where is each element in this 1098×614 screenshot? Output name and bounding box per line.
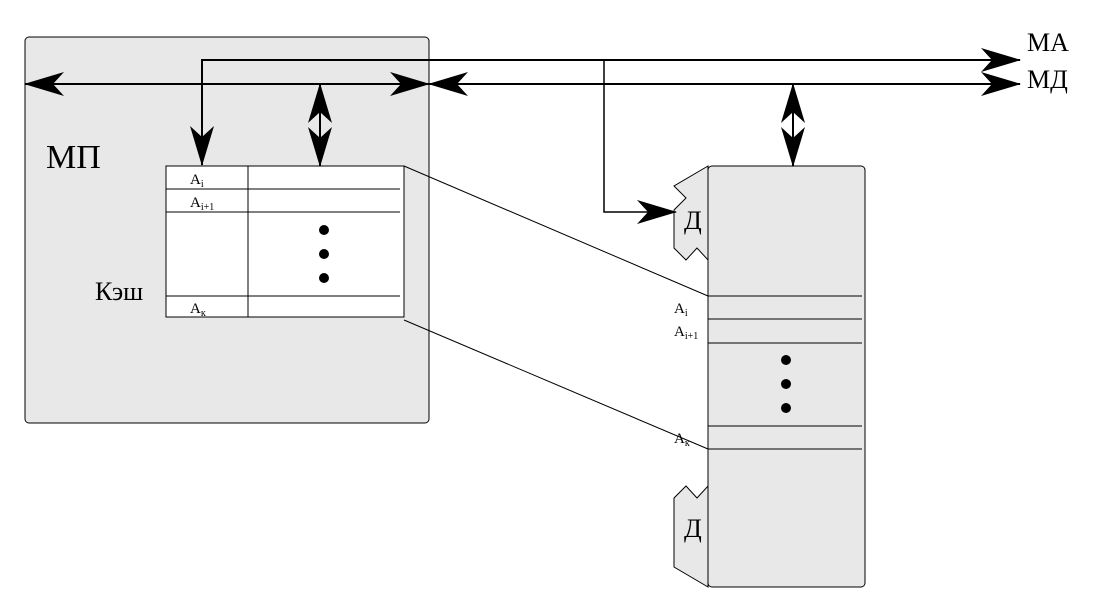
device-connector-bottom: [673, 484, 709, 588]
memory-block: [707, 165, 866, 588]
cache-ellipsis-dot: [319, 225, 329, 235]
bus-data-label: МД: [1027, 65, 1068, 94]
mapping-line-top: [403, 165, 709, 297]
memory-row-label: Aк: [674, 431, 690, 449]
cache-row-label: Ai: [190, 172, 204, 190]
mapping-line-bottom: [403, 319, 709, 450]
device-connector-top: [673, 165, 709, 262]
memory-ellipsis-dot: [781, 403, 791, 413]
cache-label: Кэш: [95, 277, 143, 306]
device-label-top: Д: [684, 206, 702, 235]
device-label-bottom: Д: [684, 514, 702, 543]
cache-ellipsis-dot: [319, 249, 329, 259]
memory-row-label: Ai: [674, 301, 688, 319]
bus-address-label: МА: [1027, 28, 1069, 57]
memory-row-label: Ai+1: [674, 324, 698, 342]
memory-ellipsis-dot: [781, 379, 791, 389]
cache-table: [165, 165, 405, 318]
address-bus-to-device: [603, 61, 677, 224]
cache-ellipsis-dot: [319, 273, 329, 283]
cache-row-label: Aк: [190, 301, 206, 319]
cache-row-label: Ai+1: [190, 195, 214, 213]
memory-ellipsis-dot: [781, 355, 791, 365]
microprocessor-label: МП: [46, 139, 101, 176]
